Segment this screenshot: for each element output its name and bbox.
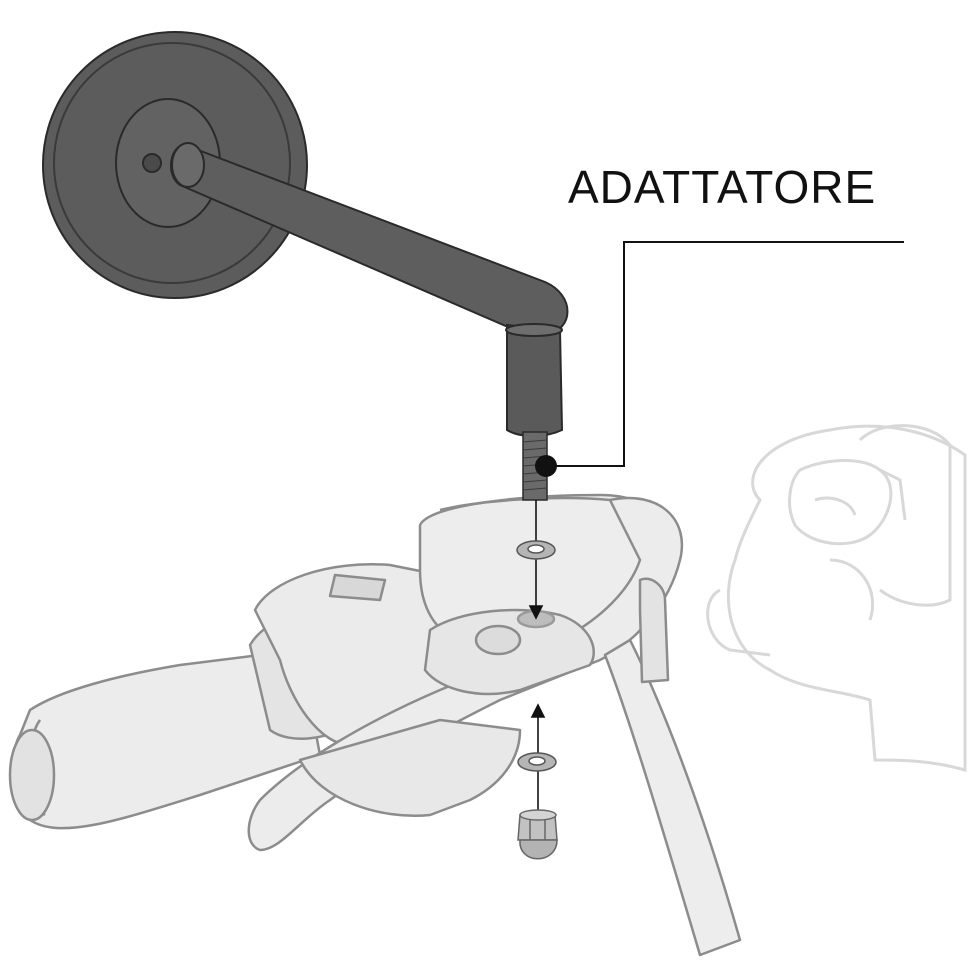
washer-icon-lower: [517, 752, 557, 772]
lever-assembly: [8, 493, 742, 957]
round-mirror-icon: [42, 31, 569, 437]
washer-icon: [516, 540, 556, 560]
callout-leader: [546, 241, 904, 467]
acorn-nut-icon: [517, 809, 558, 860]
background-handlebar: [706, 424, 967, 772]
adapter-callout-label: ADATTATORE: [568, 161, 877, 213]
callout-dot: [535, 455, 557, 477]
